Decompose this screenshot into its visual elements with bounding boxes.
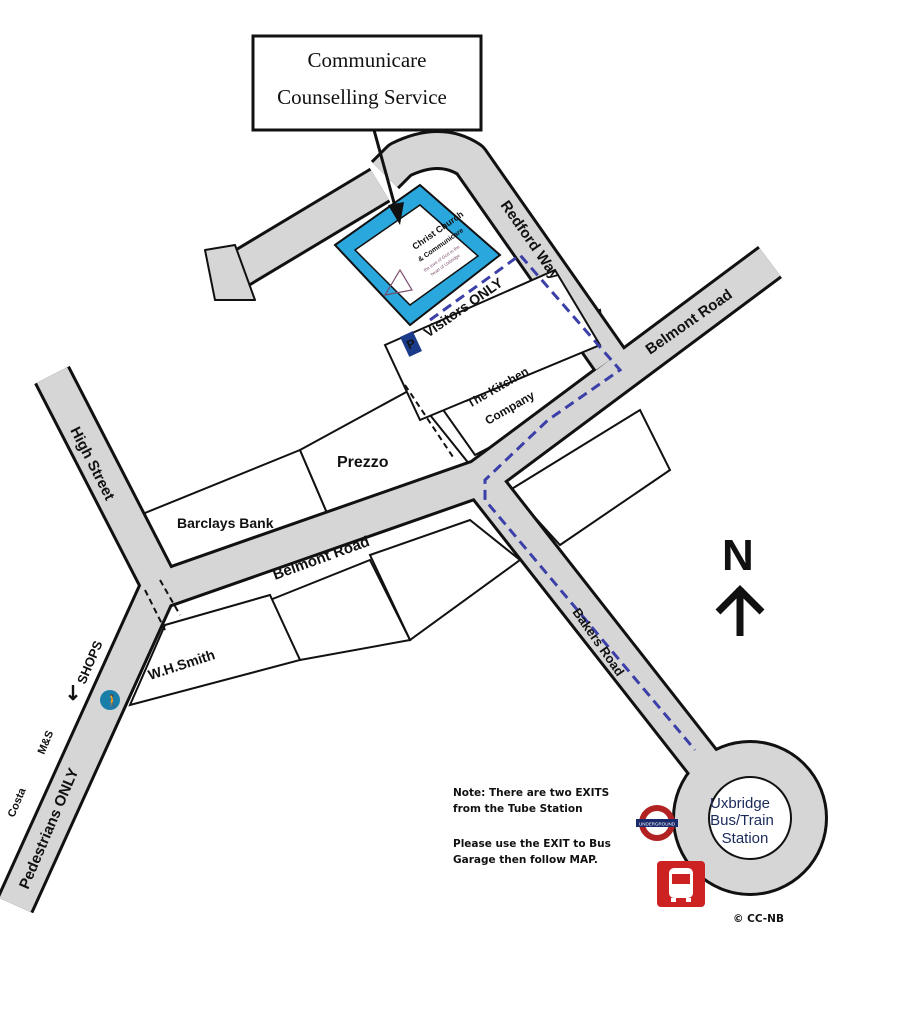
- pedestrian-icon: [100, 690, 120, 710]
- title-line2: Counselling Service: [277, 85, 447, 109]
- underground-bar: [636, 819, 678, 827]
- station-line2: Bus/Train: [710, 812, 774, 829]
- title-line1: Communicare: [308, 48, 427, 72]
- barclays-label: Barclays Bank: [177, 515, 274, 531]
- copyright: © CC-NB: [733, 913, 784, 925]
- pointer-arrow: [372, 129, 398, 211]
- pedestrian-glyph: 🚶: [105, 694, 120, 708]
- note-line4: Garage then follow MAP.: [453, 854, 598, 866]
- prezzo-label: Prezzo: [337, 454, 389, 471]
- crossing: [144, 384, 456, 631]
- church-building: Christ Church & Communicare the love of …: [333, 183, 502, 327]
- whsmith-building: [128, 593, 302, 707]
- pointer-arrowhead: [388, 202, 404, 225]
- costa-label: Costa: [6, 786, 29, 820]
- station-line3: Station: [722, 830, 769, 847]
- station-line1: Uxbridge: [710, 795, 770, 812]
- church-icon: [383, 268, 413, 296]
- ms-label: M&S: [36, 729, 57, 756]
- title-box: [251, 34, 483, 132]
- underground-label: UNDERGROUND: [639, 822, 676, 827]
- parking-icon: [400, 331, 422, 357]
- note-line2: from the Tube Station: [453, 803, 583, 815]
- north-label: N: [722, 531, 754, 580]
- north-arrowhead: [715, 585, 765, 615]
- note-line3: Please use the EXIT to Bus: [453, 838, 611, 850]
- note-line1: Note: There are two EXITS: [453, 787, 609, 799]
